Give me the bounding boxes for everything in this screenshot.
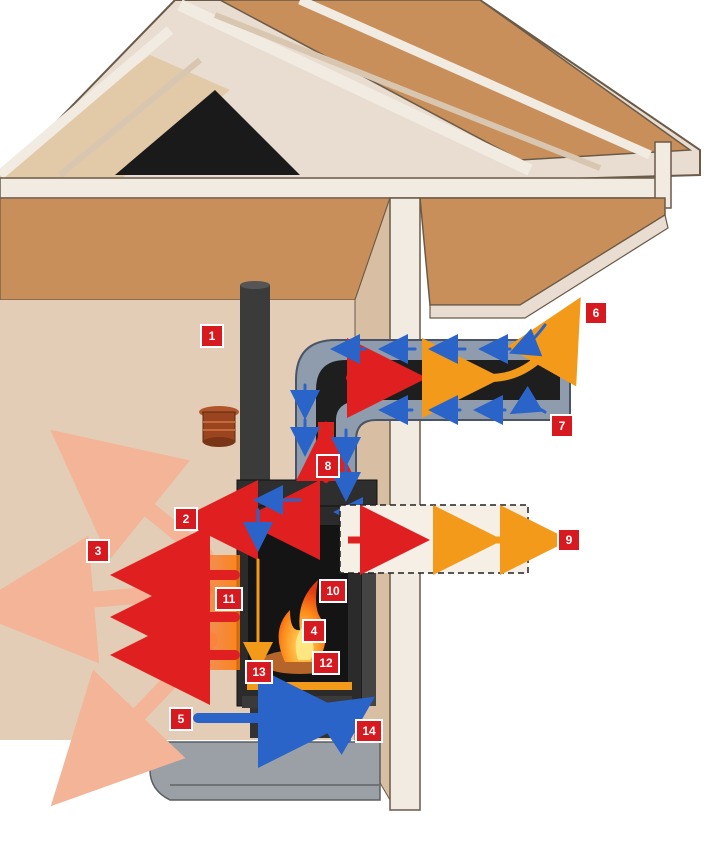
- callout-5: 5: [169, 707, 193, 731]
- callout-14: 14: [355, 719, 383, 743]
- svg-text:4: 4: [311, 624, 318, 638]
- intake-arrows: [243, 323, 547, 672]
- svg-text:11: 11: [223, 592, 236, 606]
- callout-9: 9: [557, 528, 581, 552]
- callout-1: 1: [200, 324, 224, 348]
- chimney-pipe: [240, 281, 270, 485]
- callout-12: 12: [312, 651, 340, 675]
- svg-text:9: 9: [566, 533, 573, 547]
- svg-text:10: 10: [326, 584, 340, 598]
- svg-text:14: 14: [362, 724, 376, 738]
- svg-text:8: 8: [325, 459, 332, 473]
- svg-text:13: 13: [252, 665, 266, 679]
- callout-8: 8: [316, 454, 340, 478]
- callout-2: 2: [174, 507, 198, 531]
- floor-intake-arrow: [193, 668, 375, 768]
- callout-3: 3: [86, 539, 110, 563]
- callout-4: 4: [302, 619, 326, 643]
- callout-10: 10: [319, 579, 347, 603]
- svg-text:1: 1: [209, 329, 216, 343]
- outdoor-heat-duct: [339, 504, 570, 575]
- svg-text:12: 12: [319, 656, 333, 670]
- svg-text:7: 7: [559, 419, 566, 433]
- svg-text:6: 6: [593, 306, 600, 320]
- svg-text:5: 5: [178, 712, 185, 726]
- svg-text:2: 2: [183, 512, 190, 526]
- svg-text:3: 3: [95, 544, 102, 558]
- soffit: [419, 197, 669, 319]
- roof: [0, 0, 701, 209]
- callout-6: 6: [584, 301, 608, 325]
- front-heat: [110, 525, 240, 705]
- vent-cap-icon: [199, 406, 239, 447]
- callout-13: 13: [245, 660, 273, 684]
- callout-7: 7: [550, 414, 574, 438]
- callout-11: 11: [215, 587, 243, 611]
